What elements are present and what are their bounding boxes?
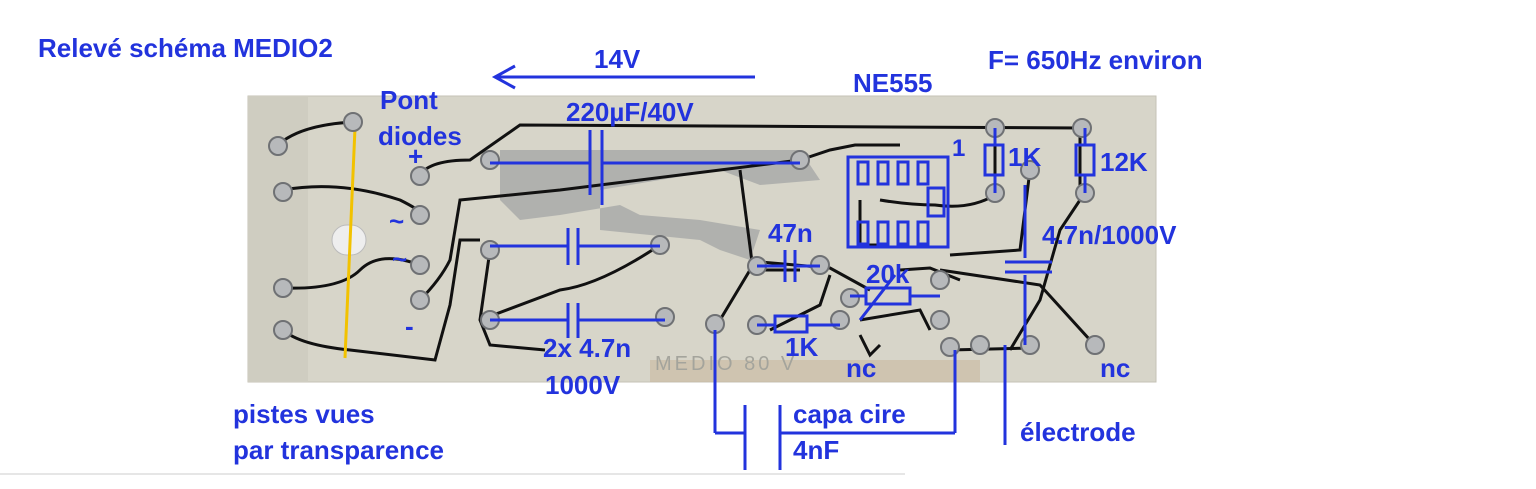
supply-arrow-head [491,64,516,90]
board-edge-strip [650,360,980,382]
nc-label-right: nc [1100,353,1131,383]
pin1-label: 1 [952,135,966,162]
yellow-jumper-wire [343,127,357,359]
ac-terminal-label-1: ~ [389,206,405,236]
board-silkscreen: MEDIO 80 V [655,353,797,375]
resistor-1k-top-label: 1K [1008,142,1042,172]
minus-terminal-label: - [405,311,414,341]
pot-20k-label: 20k [866,259,910,289]
caps-pair-label-line1: 2x 4.7n [543,333,632,363]
caps-pair-label-line2: 1000V [545,370,621,400]
main-capacitor-label: 220µF/40V [566,97,694,127]
ic-label: NE555 [853,68,933,98]
wax-cap-label-line2: 4nF [793,435,840,465]
electrode-label: électrode [1020,417,1136,447]
title: Relevé schéma MEDIO2 [38,33,333,63]
frequency-label: F= 650Hz environ [988,45,1203,75]
nc-label-left: nc [846,353,877,383]
solder-pads [268,112,1105,357]
transparency-note-line2: par transparence [233,435,444,465]
capacitor-hv-label: 4.7n/1000V [1042,220,1177,250]
bridge-label-line1: Pont [380,85,438,115]
resistor-12k-label: 12K [1100,147,1148,177]
resistor-1k-bottom-label: 1K [785,332,819,362]
capacitor-47n-label: 47n [768,218,813,248]
ac-terminal-label-2: ~ [392,244,408,274]
schematic-overlay [490,64,1096,470]
wax-cap-label-line1: capa cire [793,399,906,429]
supply-voltage-label: 14V [594,44,641,74]
transparency-note-line1: pistes vues [233,399,375,429]
plus-terminal-label: + [408,141,424,171]
bridge-label-line2: diodes [378,121,462,151]
